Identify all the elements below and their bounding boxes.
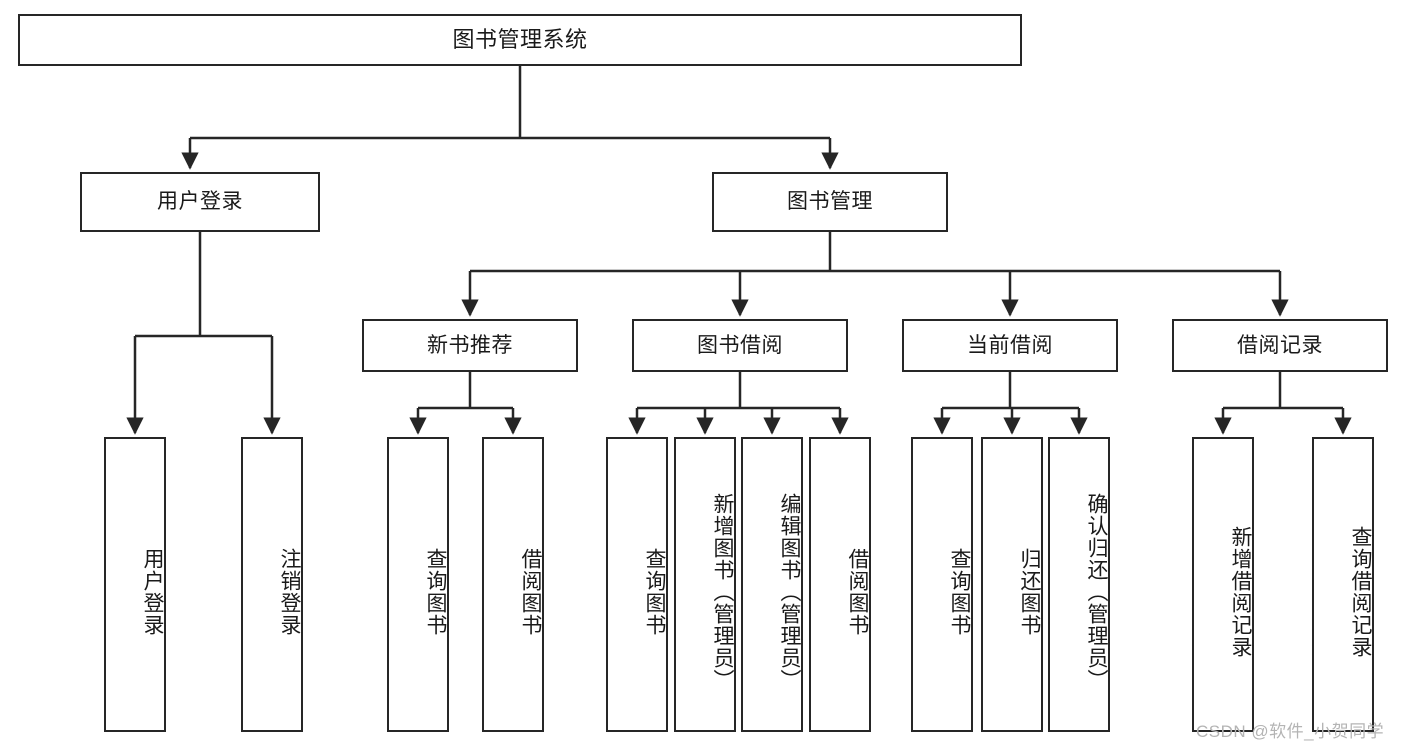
node-leaf-borrow-book-1[interactable]: 借阅图书 — [482, 437, 544, 732]
node-borrow-record-label: 借阅记录 — [1237, 333, 1323, 357]
node-leaf-user-login-label: 用户登录 — [141, 547, 164, 636]
node-leaf-borrow-book-1-label: 借阅图书 — [519, 547, 542, 636]
node-new-book-recommend-label: 新书推荐 — [427, 333, 513, 357]
node-leaf-query-book-3-label: 查询图书 — [948, 547, 971, 636]
node-leaf-query-book-1[interactable]: 查询图书 — [387, 437, 449, 732]
node-book-manage[interactable]: 图书管理 — [712, 172, 948, 232]
node-leaf-borrow-book-2-label: 借阅图书 — [846, 547, 869, 636]
node-leaf-confirm-return-admin[interactable]: 确认归还（管理员） — [1048, 437, 1110, 732]
watermark: CSDN @软件_小贺同学 — [1196, 722, 1385, 741]
node-leaf-edit-book-admin[interactable]: 编辑图书（管理员） — [741, 437, 803, 732]
node-leaf-add-book-admin-label: 新增图书（管理员） — [711, 492, 734, 691]
node-book-borrow[interactable]: 图书借阅 — [632, 319, 848, 372]
node-leaf-confirm-return-admin-label: 确认归还（管理员） — [1085, 492, 1108, 691]
node-root[interactable]: 图书管理系统 — [18, 14, 1022, 66]
node-leaf-query-book-1-label: 查询图书 — [424, 547, 447, 636]
node-leaf-query-book-2[interactable]: 查询图书 — [606, 437, 668, 732]
node-leaf-edit-book-admin-label: 编辑图书（管理员） — [778, 492, 801, 691]
node-leaf-borrow-book-2[interactable]: 借阅图书 — [809, 437, 871, 732]
node-leaf-user-login[interactable]: 用户登录 — [104, 437, 166, 732]
node-leaf-query-book-3[interactable]: 查询图书 — [911, 437, 973, 732]
node-borrow-record[interactable]: 借阅记录 — [1172, 319, 1388, 372]
node-current-borrow-label: 当前借阅 — [967, 333, 1053, 357]
node-leaf-query-record-label: 查询借阅记录 — [1349, 525, 1372, 658]
node-leaf-return-book[interactable]: 归还图书 — [981, 437, 1043, 732]
node-user-login-label: 用户登录 — [157, 190, 243, 214]
node-book-borrow-label: 图书借阅 — [697, 333, 783, 357]
node-leaf-add-book-admin[interactable]: 新增图书（管理员） — [674, 437, 736, 732]
node-root-label: 图书管理系统 — [452, 26, 588, 52]
node-leaf-return-book-label: 归还图书 — [1018, 547, 1041, 636]
node-book-manage-label: 图书管理 — [787, 190, 873, 214]
node-leaf-logout[interactable]: 注销登录 — [241, 437, 303, 732]
node-leaf-query-record[interactable]: 查询借阅记录 — [1312, 437, 1374, 732]
node-new-book-recommend[interactable]: 新书推荐 — [362, 319, 578, 372]
node-current-borrow[interactable]: 当前借阅 — [902, 319, 1118, 372]
node-leaf-query-book-2-label: 查询图书 — [643, 547, 666, 636]
node-leaf-add-record-label: 新增借阅记录 — [1229, 525, 1252, 658]
node-user-login[interactable]: 用户登录 — [80, 172, 320, 232]
node-leaf-add-record[interactable]: 新增借阅记录 — [1192, 437, 1254, 732]
node-leaf-logout-label: 注销登录 — [278, 547, 301, 636]
